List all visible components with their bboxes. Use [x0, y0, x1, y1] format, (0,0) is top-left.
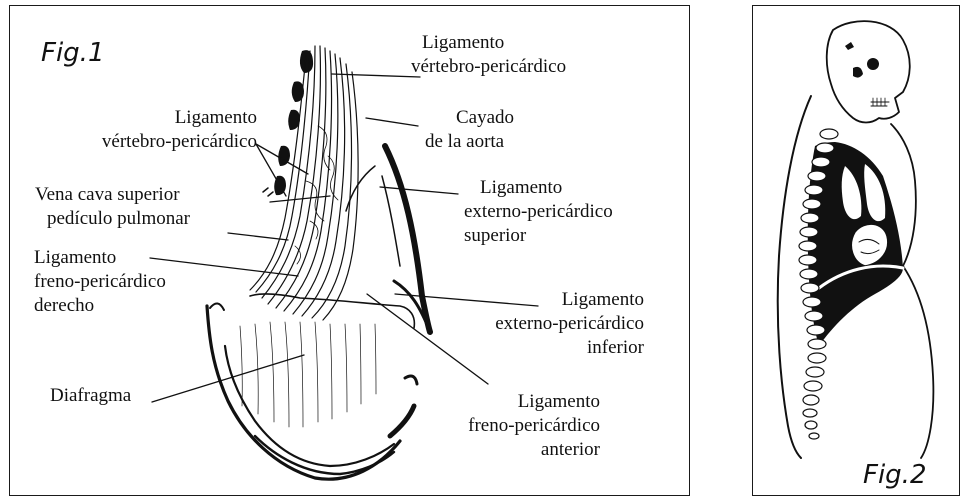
label-line: Ligamento: [412, 390, 600, 414]
label-ligamento-externo-pericardico-inferior: Ligamento externo-pericárdico inferior: [430, 288, 644, 360]
label-cayado-aorta: Cayado de la aorta: [425, 106, 514, 154]
figure-2-panel: Fig.2: [752, 5, 960, 496]
label-line: Cayado: [425, 106, 514, 130]
figure-1-title: Fig.1: [41, 40, 105, 66]
label-ligamento-freno-pericardico-derecho: Ligamento freno-pericárdico derecho: [34, 246, 166, 318]
label-ligamento-vertebro-pericardico-top: Ligamento vértebro-pericárdico: [411, 31, 566, 79]
label-line: anterior: [412, 438, 600, 462]
label-line: superior: [464, 224, 613, 248]
label-line: inferior: [430, 336, 644, 360]
label-line: Ligamento: [48, 106, 257, 130]
label-line: Ligamento: [34, 246, 166, 270]
figure-1-panel: Fig.1 Ligamento vértebro-pericárdico Cay…: [9, 5, 690, 496]
label-line: vértebro-pericárdico: [48, 130, 257, 154]
label-ligamento-vertebro-pericardico-left: Ligamento vértebro-pericárdico: [48, 106, 257, 154]
label-line: pedículo pulmonar: [35, 207, 190, 231]
label-line: Vena cava superior: [35, 183, 190, 207]
label-ligamento-freno-pericardico-anterior: Ligamento freno-pericárdico anterior: [412, 390, 600, 462]
label-line: freno-pericárdico: [412, 414, 600, 438]
skeleton-torso-drawing: [753, 6, 960, 496]
label-line: freno-pericárdico: [34, 270, 166, 294]
label-line: de la aorta: [425, 130, 514, 154]
label-line: derecho: [34, 294, 166, 318]
figure-2-title: Fig.2: [863, 462, 927, 488]
label-line: Ligamento: [430, 288, 644, 312]
label-line: Ligamento: [411, 31, 566, 55]
label-line: externo-pericárdico: [430, 312, 644, 336]
label-diafragma: Diafragma: [50, 384, 131, 408]
label-ligamento-externo-pericardico-superior: Ligamento externo-pericárdico superior: [464, 176, 613, 248]
label-line: Ligamento: [464, 176, 613, 200]
label-line: vértebro-pericárdico: [411, 55, 566, 79]
label-line: externo-pericárdico: [464, 200, 613, 224]
label-vena-cava-superior: Vena cava superior pedículo pulmonar: [35, 183, 190, 231]
